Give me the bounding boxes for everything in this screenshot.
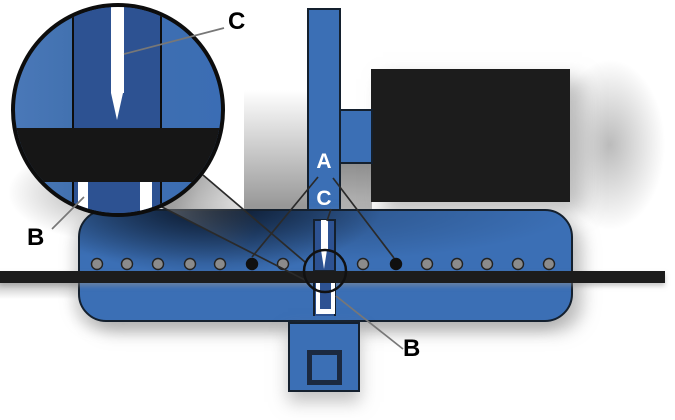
support-arm (339, 109, 373, 164)
bottom-label-b: B (403, 335, 421, 362)
motor-right-shadow (555, 60, 665, 230)
column-label-c: C (316, 187, 332, 210)
sample-strip-bar (0, 271, 665, 283)
inset-label-b: B (27, 224, 45, 251)
magnifier-inset-circle (11, 3, 225, 217)
needle-tip (321, 250, 327, 269)
motor-underside-shadow (341, 163, 372, 210)
motor-housing (371, 69, 570, 202)
bar-left-shadow (0, 283, 90, 299)
base-block (288, 322, 360, 392)
inset-well-wall-right (140, 182, 152, 213)
inset-strip-band (15, 128, 221, 182)
inset-well-wall-left (78, 182, 88, 213)
column-label-a: A (316, 150, 332, 173)
inset-needle-shaft (111, 7, 124, 93)
needle-shaft (321, 220, 328, 250)
column-left-shadow (244, 60, 307, 210)
receiving-well (315, 283, 335, 314)
base-block-port (307, 350, 342, 385)
inset-needle-tip (111, 93, 123, 120)
inset-label-c: C (228, 8, 246, 35)
